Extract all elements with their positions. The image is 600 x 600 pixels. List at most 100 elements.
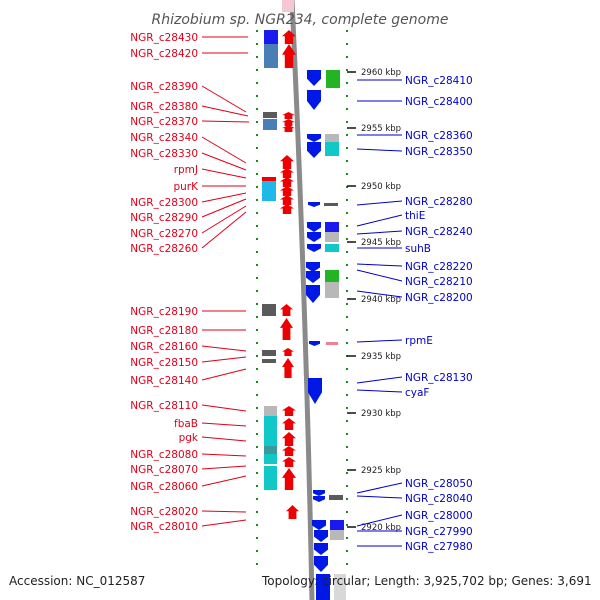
kbp-label: 2945 kbp — [361, 238, 401, 248]
gene-arrow-forward — [280, 204, 294, 214]
gene-arrow-forward — [282, 119, 295, 126]
right-gene-label[interactable]: rpmE — [405, 335, 433, 347]
right-label-connector — [356, 482, 403, 494]
gene-arrow-reverse — [306, 285, 320, 303]
left-gene-label[interactable]: rpmJ — [174, 164, 198, 176]
right-label-connector — [356, 290, 403, 298]
right-label-connector — [356, 514, 403, 527]
left-gene-label[interactable]: NGR_c28010 — [130, 521, 198, 533]
right-label-connector — [356, 263, 403, 267]
gene-feature-box — [264, 432, 277, 446]
left-gene-label[interactable]: NGR_c28340 — [130, 132, 198, 144]
gene-arrow-reverse — [307, 222, 321, 232]
right-gene-label[interactable]: NGR_c28280 — [405, 196, 473, 208]
right-gene-label[interactable]: NGR_c28200 — [405, 292, 473, 304]
left-gene-label[interactable]: NGR_c28110 — [130, 400, 198, 412]
left-gene-label[interactable]: NGR_c28080 — [130, 449, 198, 461]
right-label-connector — [356, 376, 403, 384]
gene-arrow-reverse — [314, 556, 328, 572]
left-gene-label[interactable]: NGR_c28190 — [130, 306, 198, 318]
gene-arrow-reverse — [307, 90, 321, 110]
left-gene-label[interactable]: NGR_c28150 — [130, 357, 198, 369]
left-gene-label[interactable]: pgk — [179, 432, 199, 444]
left-label-connector — [201, 453, 247, 457]
left-label-connector — [201, 152, 247, 171]
gene-arrow-reverse — [307, 134, 321, 142]
gene-arrow-forward — [280, 304, 293, 316]
gene-arrow-forward — [282, 457, 296, 467]
left-gene-label[interactable]: NGR_c28060 — [130, 481, 198, 493]
left-gene-label[interactable]: NGR_c28180 — [130, 325, 198, 337]
left-label-connector — [201, 345, 247, 352]
left-gene-label[interactable]: NGR_c28070 — [130, 464, 198, 476]
right-gene-label[interactable]: suhB — [405, 243, 431, 255]
gene-arrow-forward — [280, 155, 294, 169]
kbp-label: 2950 kbp — [361, 182, 401, 192]
gene-arrow-reverse — [314, 530, 328, 542]
left-gene-label[interactable]: purK — [173, 181, 199, 193]
gene-feature-box — [262, 359, 276, 363]
gene-feature-box — [325, 270, 339, 282]
kbp-label: 2930 kbp — [361, 409, 401, 419]
left-label-connector — [201, 211, 247, 249]
gene-arrow-reverse — [313, 490, 325, 496]
left-gene-label[interactable]: NGR_c28300 — [130, 197, 198, 209]
right-gene-label[interactable]: NGR_c28240 — [405, 226, 473, 238]
right-gene-label[interactable]: NGR_c28050 — [405, 478, 473, 490]
left-gene-label[interactable]: NGR_c28380 — [130, 101, 198, 113]
right-gene-label[interactable]: NGR_c28000 — [405, 510, 473, 522]
kbp-label: 2935 kbp — [361, 352, 401, 362]
right-gene-label[interactable]: NGR_c28400 — [405, 96, 473, 108]
left-gene-label[interactable]: NGR_c28420 — [130, 48, 198, 60]
left-gene-label[interactable]: NGR_c28260 — [130, 243, 198, 255]
left-gene-label[interactable]: NGR_c28430 — [130, 32, 198, 44]
right-gene-label[interactable]: NGR_c27990 — [405, 526, 473, 538]
left-label-connector — [201, 510, 247, 513]
left-label-connector — [201, 356, 247, 363]
right-gene-label[interactable]: NGR_c28040 — [405, 493, 473, 505]
left-gene-label[interactable]: NGR_c28270 — [130, 228, 198, 240]
kbp-label: 2955 kbp — [361, 124, 401, 134]
left-label-connector — [201, 168, 247, 179]
gene-feature-box — [262, 177, 276, 181]
right-gene-label[interactable]: NGR_c27980 — [405, 541, 473, 553]
right-gene-label[interactable]: NGR_c28220 — [405, 261, 473, 273]
left-gene-label[interactable]: NGR_c28390 — [130, 81, 198, 93]
right-gene-label[interactable]: NGR_c28410 — [405, 75, 473, 87]
gene-feature-box — [325, 142, 339, 156]
gene-feature-box — [263, 119, 277, 130]
left-gene-label[interactable]: NGR_c28290 — [130, 212, 198, 224]
left-label-connector — [201, 368, 247, 381]
gene-feature-box — [264, 466, 277, 490]
left-gene-label[interactable]: NGR_c28140 — [130, 375, 198, 387]
right-gene-label[interactable]: NGR_c28360 — [405, 130, 473, 142]
right-gene-label[interactable]: thiE — [405, 210, 425, 222]
gene-arrow-forward — [282, 468, 296, 490]
gene-feature-box — [264, 446, 277, 454]
right-gene-label[interactable]: NGR_c28350 — [405, 146, 473, 158]
left-gene-label[interactable]: NGR_c28020 — [130, 506, 198, 518]
gene-feature-box — [264, 454, 277, 464]
right-gene-label[interactable]: NGR_c28130 — [405, 372, 473, 384]
gene-feature-box — [325, 222, 339, 232]
gene-arrow-reverse — [313, 496, 325, 502]
left-gene-label[interactable]: NGR_c28330 — [130, 148, 198, 160]
left-gene-label[interactable]: NGR_c28160 — [130, 341, 198, 353]
gene-feature-box — [264, 416, 277, 432]
gene-feature-box — [262, 350, 276, 356]
gene-feature-box — [326, 342, 338, 345]
kbp-label: 2920 kbp — [361, 523, 401, 533]
left-label-connector — [201, 475, 247, 487]
left-gene-label[interactable]: NGR_c28370 — [130, 116, 198, 128]
left-gene-label[interactable]: fbaB — [174, 418, 198, 430]
right-gene-label[interactable]: NGR_c28210 — [405, 276, 473, 288]
right-gene-label[interactable]: cyaF — [405, 387, 429, 399]
gene-feature-box — [264, 406, 277, 416]
gene-feature-box — [325, 134, 339, 142]
left-label-connector — [201, 422, 247, 427]
gene-arrow-forward — [280, 186, 294, 196]
gene-feature-box — [334, 574, 346, 600]
gene-arrow-reverse — [307, 232, 321, 242]
